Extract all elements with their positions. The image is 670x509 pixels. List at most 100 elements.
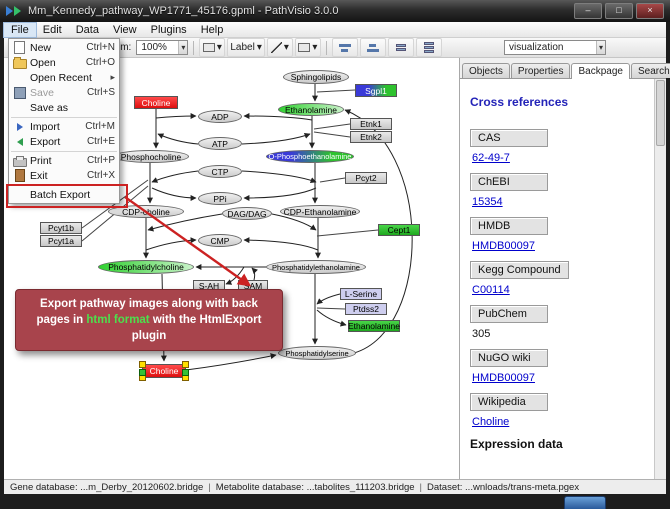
menu-item-save-as[interactable]: Save as: [30, 101, 68, 114]
distribute-button[interactable]: [387, 38, 414, 57]
menu-item-new[interactable]: New Ctrl+N: [9, 40, 119, 55]
node-etnk1[interactable]: Etnk1: [350, 118, 392, 130]
node-cdp-choline[interactable]: CDP-choline: [108, 205, 184, 218]
xref-source-name: Kegg Compound: [470, 261, 569, 279]
menu-item-export[interactable]: Export Ctrl+E: [9, 134, 119, 149]
menu-help[interactable]: Help: [200, 23, 224, 36]
selection-handle[interactable]: [182, 369, 189, 376]
node-cdp-ethanolamine[interactable]: CDP-Ethanolamine: [280, 205, 360, 218]
app-icon: [6, 6, 21, 16]
node-atp[interactable]: ATP: [198, 137, 242, 150]
stack-button[interactable]: [415, 38, 442, 57]
xref-section-chebi: ChEBI 15354: [470, 173, 646, 208]
sidebar-tabs: Objects Properties Backpage Search Legen…: [460, 58, 670, 79]
menu-data[interactable]: Data: [75, 23, 99, 36]
node-phosphatidylserine[interactable]: Phosphatidylserine: [278, 346, 356, 360]
align-vertical-icon: [366, 43, 379, 52]
tab-properties[interactable]: Properties: [510, 63, 571, 78]
shape-tool-button[interactable]: ▾: [294, 38, 321, 57]
open-folder-icon: [12, 56, 27, 69]
toolbar-separator: [325, 40, 327, 55]
node-ptdss2[interactable]: Ptdss2: [345, 303, 387, 315]
menu-item-print[interactable]: Print Ctrl+P: [9, 153, 119, 168]
node-pcyt1b[interactable]: Pcyt1b: [40, 222, 82, 234]
tab-backpage[interactable]: Backpage: [571, 63, 630, 79]
xref-link[interactable]: Choline: [472, 416, 510, 428]
main-area: Sphingolipids Sgpl1 Choline Ethanolamine…: [4, 58, 670, 479]
annotation-text: with the HtmlExport plugin: [131, 314, 262, 343]
minimize-button[interactable]: –: [574, 3, 602, 19]
node-phosphatidylethanolamine[interactable]: Phosphatidylethanolamine: [266, 260, 366, 274]
node-sgpl1[interactable]: Sgpl1: [355, 84, 397, 97]
title-bar: Mm_Kennedy_pathway_WP1771_45176.gpml - P…: [0, 0, 670, 22]
xref-section-kegg: Kegg Compound C00114: [470, 261, 646, 296]
cross-references-heading: Cross references: [470, 95, 569, 109]
node-ethanolamine[interactable]: Ethanolamine: [278, 103, 344, 116]
datanode-tool-button[interactable]: ▾: [199, 38, 226, 57]
expression-data-heading: Expression data: [470, 437, 563, 451]
node-l-serine[interactable]: L-Serine: [340, 288, 382, 300]
node-pcyt1a[interactable]: Pcyt1a: [40, 235, 82, 247]
node-etnk2[interactable]: Etnk2: [350, 131, 392, 143]
stack-icon: [423, 42, 434, 53]
xref-section-nugo: NuGO wiki HMDB00097: [470, 349, 646, 384]
chevron-down-icon: ▾: [312, 42, 318, 53]
menu-item-open[interactable]: Open Ctrl+O: [9, 55, 119, 70]
xref-link[interactable]: 15354: [472, 196, 503, 208]
xref-link[interactable]: 62-49-7: [472, 152, 510, 164]
node-dag[interactable]: DAG/DAG: [222, 207, 272, 220]
node-ctp[interactable]: CTP: [198, 165, 242, 178]
node-o-phosphoethanolamine[interactable]: O-Phosphoethanolamine: [266, 150, 354, 163]
submenu-arrow-icon: ▸: [110, 72, 115, 82]
node-sphingolipids[interactable]: Sphingolipids: [283, 70, 349, 84]
node-adp[interactable]: ADP: [198, 110, 242, 123]
tab-objects[interactable]: Objects: [462, 63, 510, 78]
xref-link[interactable]: HMDB00097: [472, 372, 535, 384]
align-vertical-button[interactable]: [359, 38, 386, 57]
node-ethanolamine-gene[interactable]: Ethanolamine: [348, 320, 400, 332]
line-tool-button[interactable]: ▾: [266, 38, 293, 57]
selection-handle[interactable]: [182, 361, 189, 368]
zoom-combobox[interactable]: 100% ▾: [136, 40, 189, 55]
visualization-combobox[interactable]: visualization ▾: [504, 40, 606, 55]
label-tool-text: Label: [230, 42, 255, 53]
menu-item-import[interactable]: Import Ctrl+M: [9, 119, 119, 134]
status-separator: |: [208, 481, 211, 493]
selection-handle[interactable]: [139, 361, 146, 368]
xref-link[interactable]: C00114: [472, 284, 510, 296]
xref-link[interactable]: HMDB00097: [472, 240, 535, 252]
menu-item-save[interactable]: Save Ctrl+S: [9, 85, 119, 100]
node-cept1[interactable]: Cept1: [378, 224, 420, 236]
selection-handle[interactable]: [139, 369, 146, 376]
menu-view[interactable]: View: [112, 23, 137, 36]
close-button[interactable]: ×: [636, 3, 664, 19]
tab-search[interactable]: Search: [630, 63, 670, 78]
menu-file[interactable]: File: [3, 21, 37, 38]
align-horizontal-button[interactable]: [331, 38, 358, 57]
node-ppi[interactable]: PPi: [198, 192, 242, 205]
menu-item-exit[interactable]: Exit Ctrl+X: [9, 168, 119, 183]
pathway-canvas[interactable]: Sphingolipids Sgpl1 Choline Ethanolamine…: [4, 58, 459, 479]
node-cmp[interactable]: CMP: [198, 234, 242, 247]
menu-plugins[interactable]: Plugins: [150, 23, 187, 36]
annotation-callout: Export pathway images along with back pa…: [15, 289, 283, 352]
scrollbar-thumb[interactable]: [656, 80, 665, 146]
save-icon: [12, 86, 27, 99]
import-icon: [12, 122, 27, 131]
menu-item-open-recent[interactable]: Open Recent ▸: [30, 71, 115, 84]
menu-item-batch-export[interactable]: Batch Export: [30, 188, 91, 201]
node-choline-top[interactable]: Choline: [134, 96, 178, 109]
xref-section-pubchem: PubChem 305: [470, 305, 646, 340]
chevron-down-icon[interactable]: ▾: [595, 41, 605, 54]
chevron-down-icon[interactable]: ▾: [178, 41, 188, 54]
print-icon: [12, 155, 27, 167]
node-phosphocholine[interactable]: Phosphocholine: [113, 150, 189, 163]
node-phosphatidylcholine[interactable]: Phosphatidylcholine: [98, 260, 194, 274]
maximize-button[interactable]: □: [605, 3, 633, 19]
label-tool-button[interactable]: Label▾: [227, 38, 265, 57]
node-choline-bottom[interactable]: Choline: [139, 361, 189, 381]
sidebar-scrollbar[interactable]: [654, 79, 666, 479]
menu-edit[interactable]: Edit: [42, 23, 62, 36]
annotation-highlight: html format: [86, 314, 150, 327]
node-pcyt2[interactable]: Pcyt2: [345, 172, 387, 184]
